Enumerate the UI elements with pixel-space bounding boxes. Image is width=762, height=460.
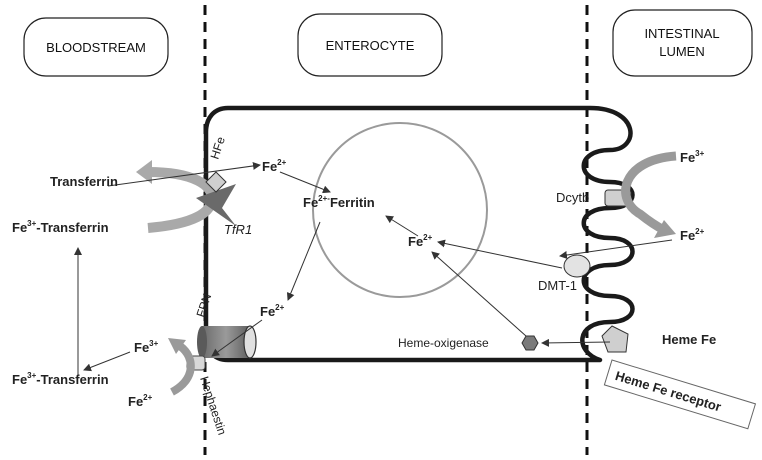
header-enterocyte-label: ENTEROCYTE — [326, 38, 415, 53]
enterocyte-cell-membrane — [203, 105, 635, 363]
fe3-transferrin-label: Fe3+-Transferrin — [12, 219, 109, 235]
fpn-label: FPN — [194, 292, 215, 319]
heme-fe-receptor-label-box: Heme Fe receptor — [603, 359, 757, 430]
header-lumen-line1: INTESTINAL — [644, 26, 719, 41]
header-bloodstream-label: BLOODSTREAM — [46, 40, 146, 55]
oxidation-arrowhead — [168, 338, 186, 354]
fe2-fpn-label: Fe2+ — [260, 303, 285, 319]
header-enterocyte: ENTEROCYTE — [297, 13, 443, 77]
dcytb-label: Dcytb — [556, 190, 589, 205]
arrow-fe3-to-fe3transferrin — [83, 351, 131, 372]
ferritin-vesicle — [312, 122, 488, 298]
fe2-mid-label: Fe2+ — [408, 233, 433, 249]
hfe-diamond — [205, 171, 227, 193]
header-lumen-line2: LUMEN — [659, 44, 705, 59]
ferroportin-channel — [197, 325, 257, 359]
arrow-fe2-fpn-to-fpn — [211, 319, 263, 357]
transferrin-cycle-arrowhead — [136, 160, 152, 184]
arrow-fe2-mid-to-ferritin — [385, 215, 419, 237]
fe3-transferrin-lower-label: Fe3+-Transferrin — [12, 371, 109, 387]
fe3-lumen-label: Fe3+ — [680, 149, 705, 165]
arrow-hemefe-to-hemeoxigenase — [541, 338, 611, 347]
dmt1-transporter — [563, 254, 591, 278]
arrow-transferrin-to-fe2 — [107, 161, 261, 187]
arrow-hemeoxigenase-to-fe2 — [431, 251, 527, 337]
tfr1-label: TfR1 — [224, 222, 252, 237]
hephaestin-label: Hephaestin — [197, 375, 229, 437]
header-bloodstream: BLOODSTREAM — [23, 17, 169, 77]
arrow-lumen-fe2-to-dmt1 — [559, 239, 673, 259]
heme-oxigenase-shape — [521, 335, 539, 351]
header-intestinal-lumen: INTESTINAL LUMEN — [612, 9, 753, 77]
fe2-lumen-label: Fe2+ — [680, 227, 705, 243]
fe3-left-label: Fe3+ — [134, 339, 159, 355]
tfr1-receptor-shape — [196, 184, 236, 226]
hfe-label: HFe — [208, 135, 228, 161]
fe2-left-label: Fe2+ — [128, 393, 153, 409]
dmt1-label: DMT-1 — [538, 278, 577, 293]
transferrin-label: Transferrin — [50, 174, 118, 189]
heme-fe-label: Heme Fe — [662, 332, 716, 347]
fe2-top-label: Fe2+ — [262, 158, 287, 174]
heme-oxigenase-label: Heme-oxigenase — [398, 336, 489, 350]
flow-arrows — [74, 161, 673, 375]
arrow-ferritin-to-fe2-fpn — [286, 221, 321, 301]
reduction-arrowhead — [654, 220, 676, 238]
arrow-fe2-to-ferritin — [279, 171, 331, 194]
fe2-ferritin-label: Fe2+-Ferritin — [303, 194, 375, 210]
oxidation-arrow — [169, 342, 195, 396]
reduction-arrow — [621, 151, 677, 235]
heme-fe-receptor-shape — [601, 325, 629, 353]
arrow-dmt1-to-fe2-mid — [437, 239, 563, 269]
